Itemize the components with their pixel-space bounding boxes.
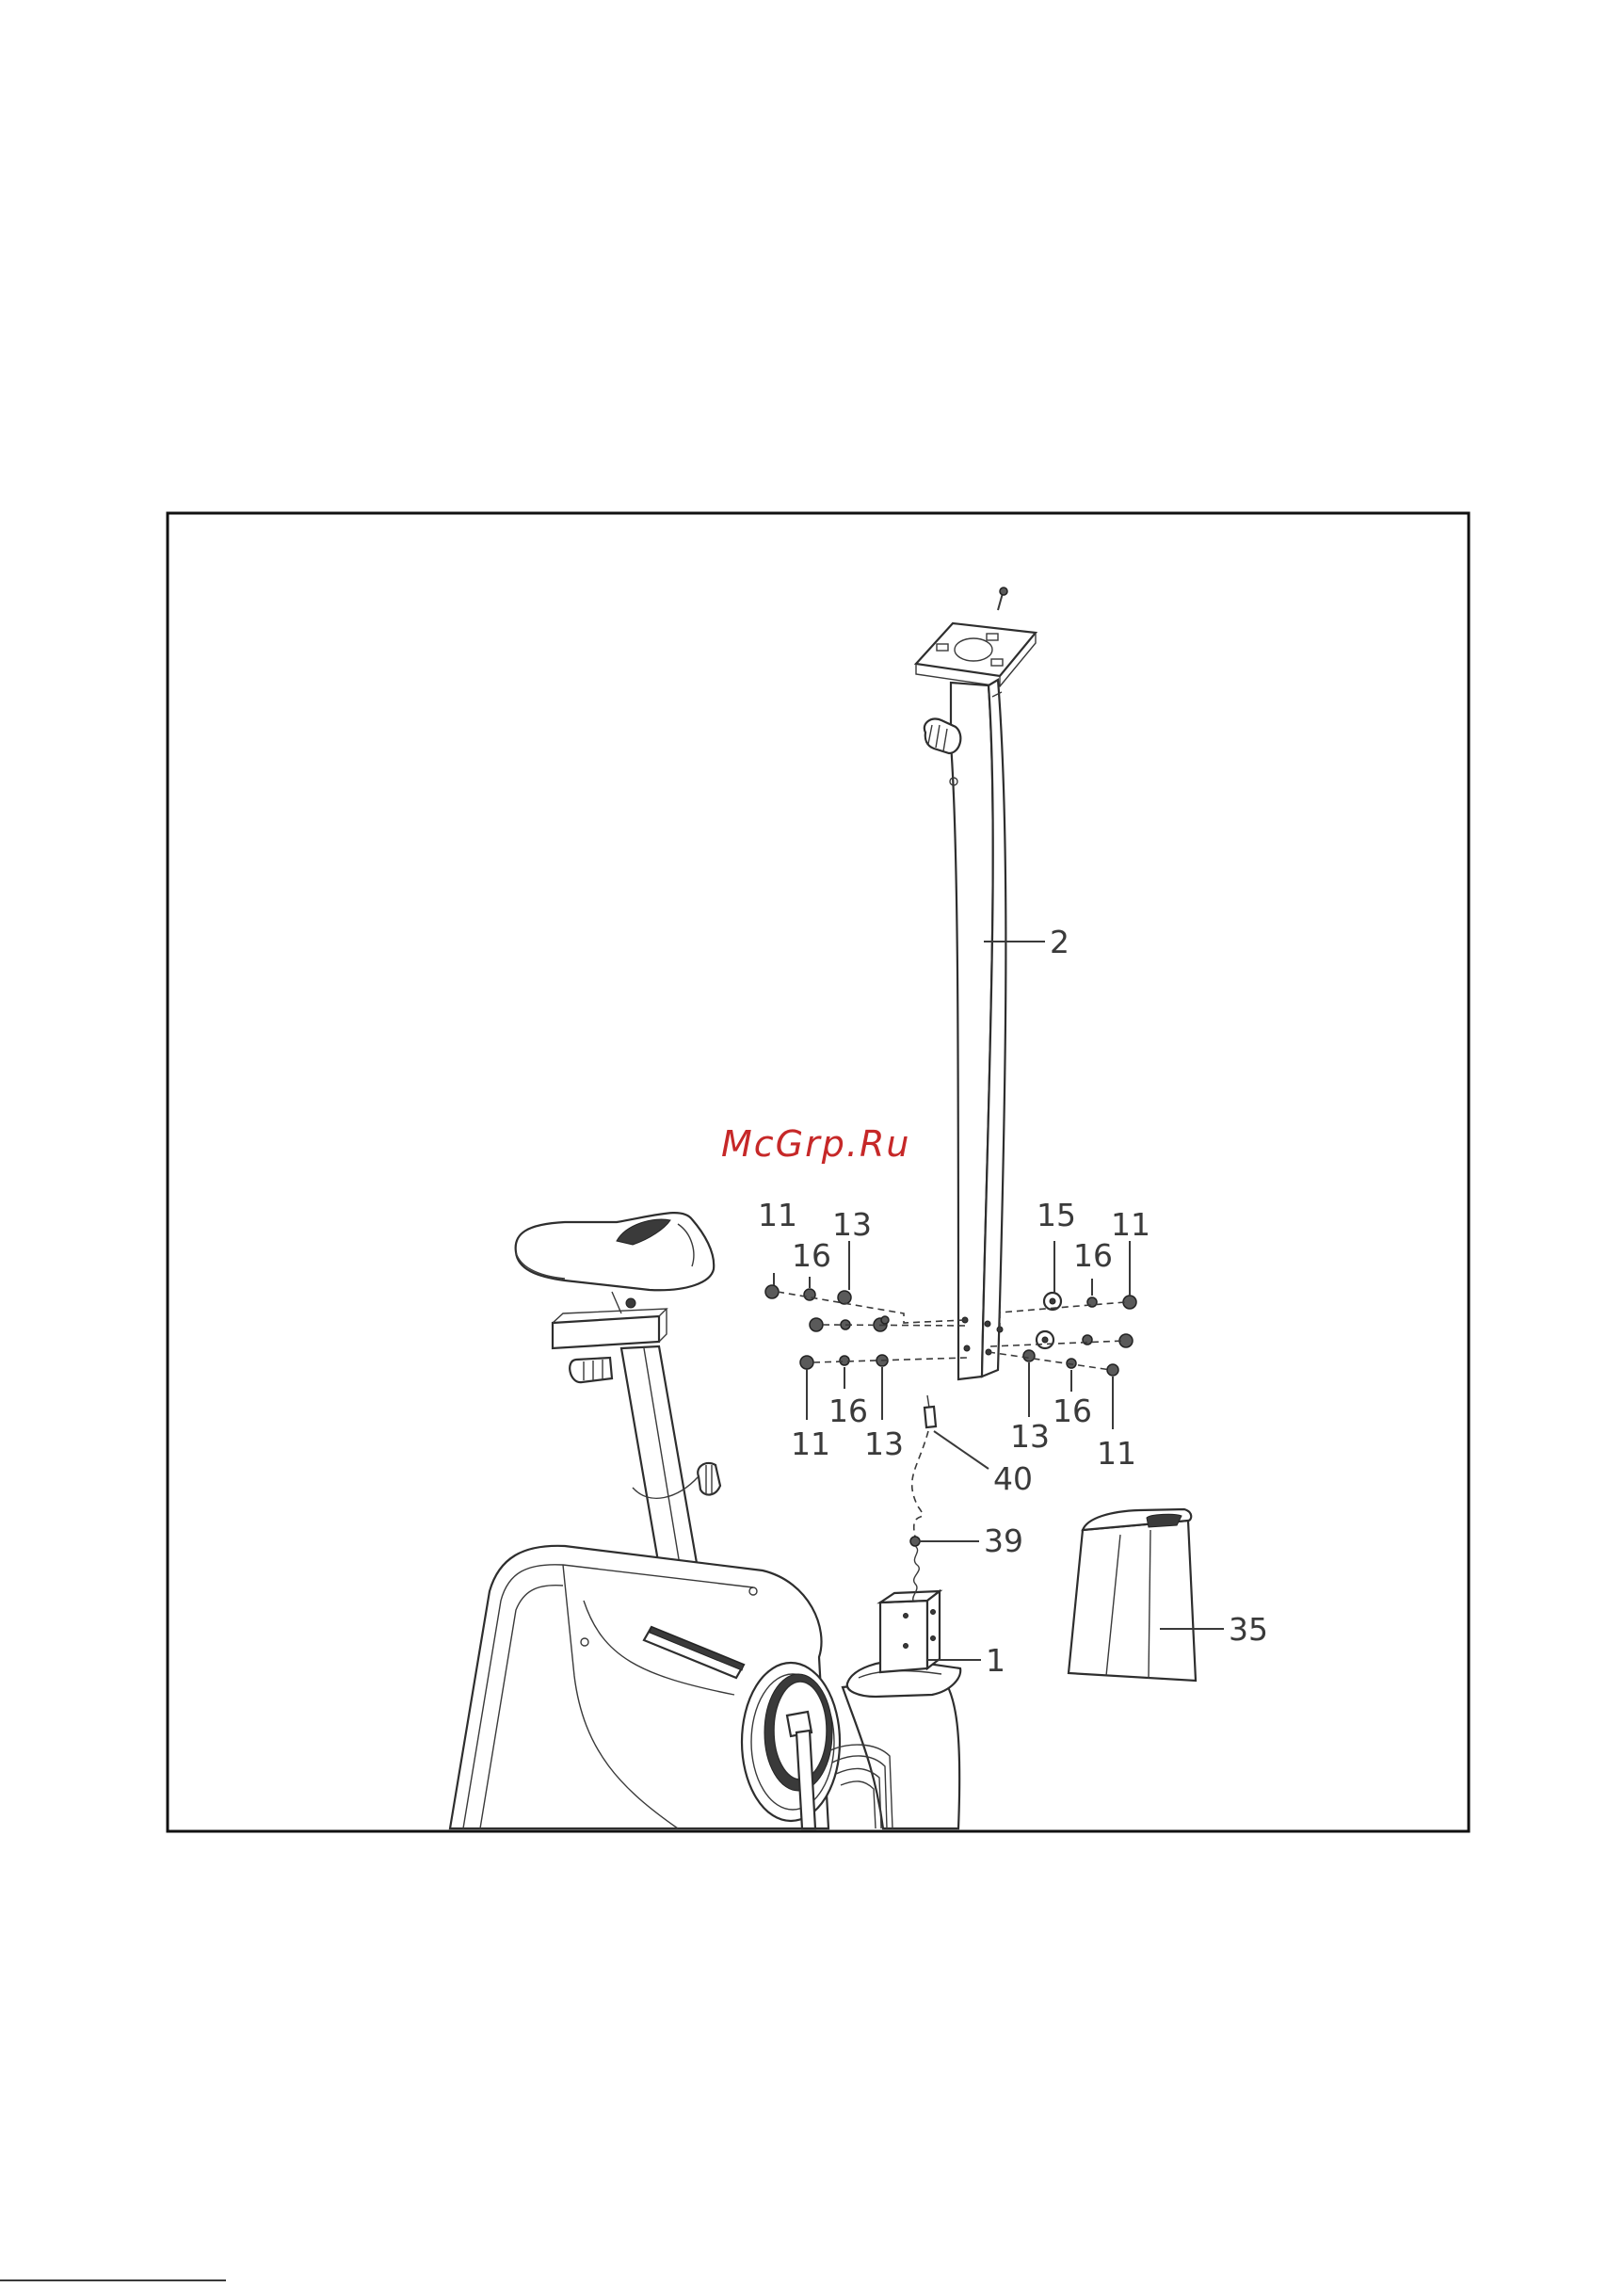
label-part-1: 1 [986, 1642, 1005, 1679]
label-part-35: 35 [1229, 1611, 1268, 1648]
cables [910, 1395, 936, 1601]
label-part-11-left-bottom: 11 [791, 1425, 830, 1462]
label-part-2: 2 [1050, 924, 1069, 960]
label-part-11-right-top: 11 [1111, 1206, 1150, 1243]
label-part-13-left-bottom: 13 [864, 1425, 904, 1462]
watermark: McGrp.Ru [721, 1123, 910, 1165]
console-mounting-plate [916, 623, 1036, 676]
seat-assembly [516, 1213, 720, 1567]
hardware-right [989, 1293, 1136, 1376]
label-part-13-right-bottom: 13 [1010, 1418, 1050, 1455]
label-part-13-left-top: 13 [832, 1206, 872, 1243]
console-mast [916, 588, 1036, 1379]
main-frame [450, 1546, 960, 1828]
label-part-16-left-bottom: 16 [828, 1393, 868, 1429]
mast-cover [1069, 1509, 1196, 1681]
saddle [516, 1213, 715, 1290]
label-part-40: 40 [993, 1460, 1033, 1497]
label-part-11-left-top: 11 [758, 1197, 797, 1233]
label-part-16-left-top: 16 [792, 1237, 831, 1274]
label-part-16-right-top: 16 [1073, 1237, 1113, 1274]
label-part-39: 39 [984, 1522, 1023, 1559]
label-part-11-right-bottom: 11 [1097, 1435, 1136, 1472]
hardware-left [765, 1285, 967, 1369]
label-part-16-right-bottom: 16 [1053, 1393, 1092, 1429]
label-part-15-right-top: 15 [1037, 1197, 1076, 1233]
